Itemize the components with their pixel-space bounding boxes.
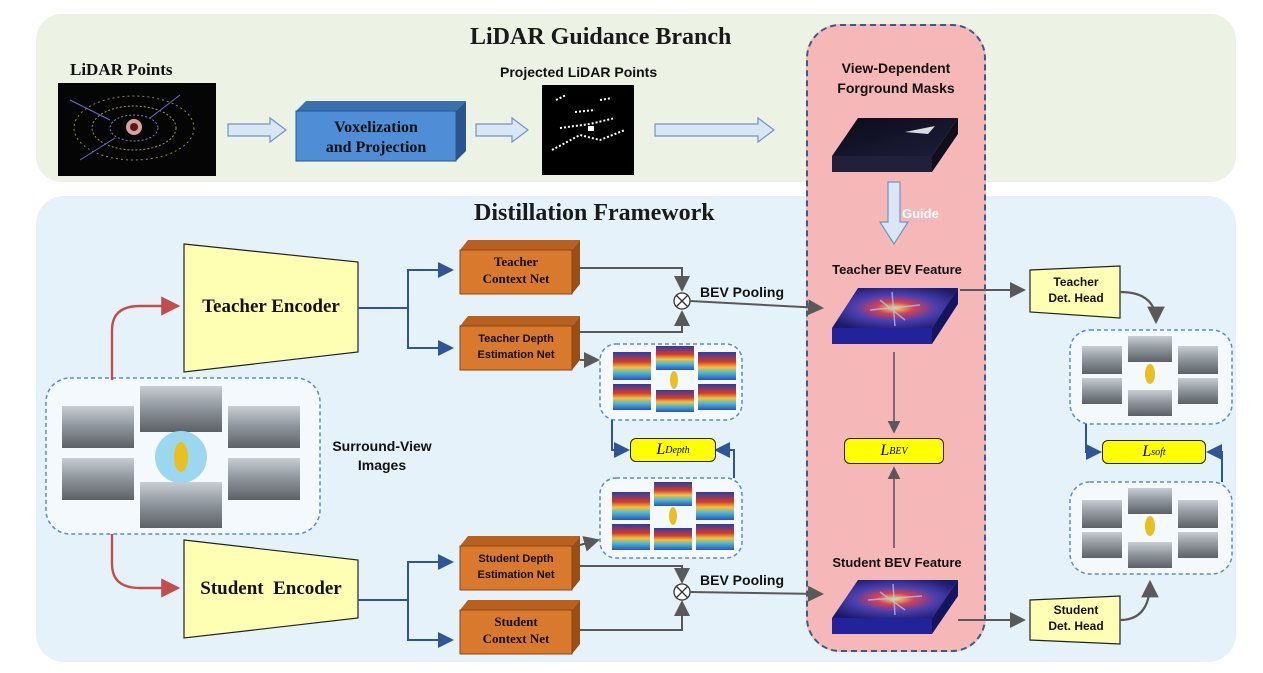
teacher-context-box — [459, 240, 580, 295]
bev-pooling-student-label: BEV Pooling — [700, 572, 784, 588]
student-head-shape — [1029, 595, 1121, 645]
loss-bev-base: L — [880, 442, 890, 459]
teacher-depth-maps — [613, 346, 736, 412]
student-depth-maps — [612, 482, 734, 550]
guide-label: Guide — [902, 206, 939, 221]
surround-view-label: Surround-View Images — [322, 437, 442, 475]
surround-view-line2: Images — [357, 457, 407, 473]
student-context-line1: Student — [494, 614, 538, 629]
teacher-head-shape — [1029, 265, 1121, 319]
surround-view-line1: Surround-View — [332, 438, 432, 454]
student-context-label: Student Context Net — [460, 613, 572, 647]
teacher-head-label: Teacher Det. Head — [1032, 274, 1120, 306]
student-context-line2: Context Net — [482, 631, 550, 646]
loss-soft-base: L — [1142, 443, 1152, 460]
student-bev-slab — [832, 580, 958, 634]
teacher-depth-label: Teacher Depth Estimation Net — [460, 331, 572, 363]
student-encoder-label: Student Encoder — [200, 578, 342, 599]
lidar-guidance-title: LiDAR Guidance Branch — [470, 24, 732, 50]
loss-bev-sub: BEV — [889, 445, 908, 457]
teacher-encoder-shape — [183, 243, 359, 373]
teacher-detection-results — [1082, 336, 1218, 416]
teacher-depth-line2: Estimation Net — [477, 349, 555, 361]
fg-masks-line2: Forground Masks — [837, 80, 955, 96]
teacher-encoder-label: Teacher Encoder — [202, 296, 340, 317]
teacher-context-line1: Teacher — [493, 254, 539, 269]
lidar-points-image — [58, 83, 216, 176]
teacher-bev-label: Teacher BEV Feature — [832, 262, 962, 277]
teacher-depth-box — [459, 316, 580, 371]
teacher-context-line2: Context Net — [482, 271, 550, 286]
distillation-title: Distillation Framework — [474, 200, 715, 226]
student-depth-label: Student Depth Estimation Net — [460, 551, 572, 583]
student-head-label: Student Det. Head — [1032, 602, 1120, 634]
loss-soft-sub: soft — [1151, 446, 1166, 458]
bev-pooling-teacher-label: BEV Pooling — [700, 284, 784, 300]
student-head-line1: Student — [1053, 603, 1099, 617]
student-encoder-shape — [183, 539, 359, 639]
teacher-bev-slab — [832, 288, 958, 344]
voxelization-box — [295, 101, 466, 162]
fg-masks-line1: View-Dependent — [841, 60, 951, 76]
student-depth-line1: Student Depth — [478, 553, 554, 565]
projected-points-label: Projected LiDAR Points — [500, 64, 658, 80]
student-context-box — [459, 600, 580, 655]
lidar-guidance-panel — [36, 14, 1236, 182]
voxelization-label: Voxelization and Projection — [296, 118, 456, 158]
student-depth-box — [459, 536, 580, 591]
projected-points-image — [542, 85, 634, 175]
teacher-head-line2: Det. Head — [1048, 291, 1104, 305]
student-bev-label: Student BEV Feature — [832, 555, 962, 570]
teacher-head-line1: Teacher — [1053, 275, 1099, 289]
teacher-depth-line1: Teacher Depth — [478, 333, 554, 345]
loss-depth-sub: Depth — [665, 444, 690, 456]
foreground-mask-slab — [832, 118, 958, 172]
student-depth-line2: Estimation Net — [477, 569, 555, 581]
loss-depth-base: L — [656, 441, 666, 458]
student-head-line2: Det. Head — [1048, 619, 1104, 633]
voxelization-line1: Voxelization — [334, 119, 418, 136]
lidar-points-label: LiDAR Points — [70, 60, 173, 79]
fg-masks-label: View-Dependent Forground Masks — [816, 58, 976, 98]
teacher-context-label: Teacher Context Net — [460, 253, 572, 287]
voxelization-line2: and Projection — [325, 139, 427, 156]
student-detection-results — [1082, 488, 1218, 568]
surround-view-photos — [62, 386, 300, 528]
